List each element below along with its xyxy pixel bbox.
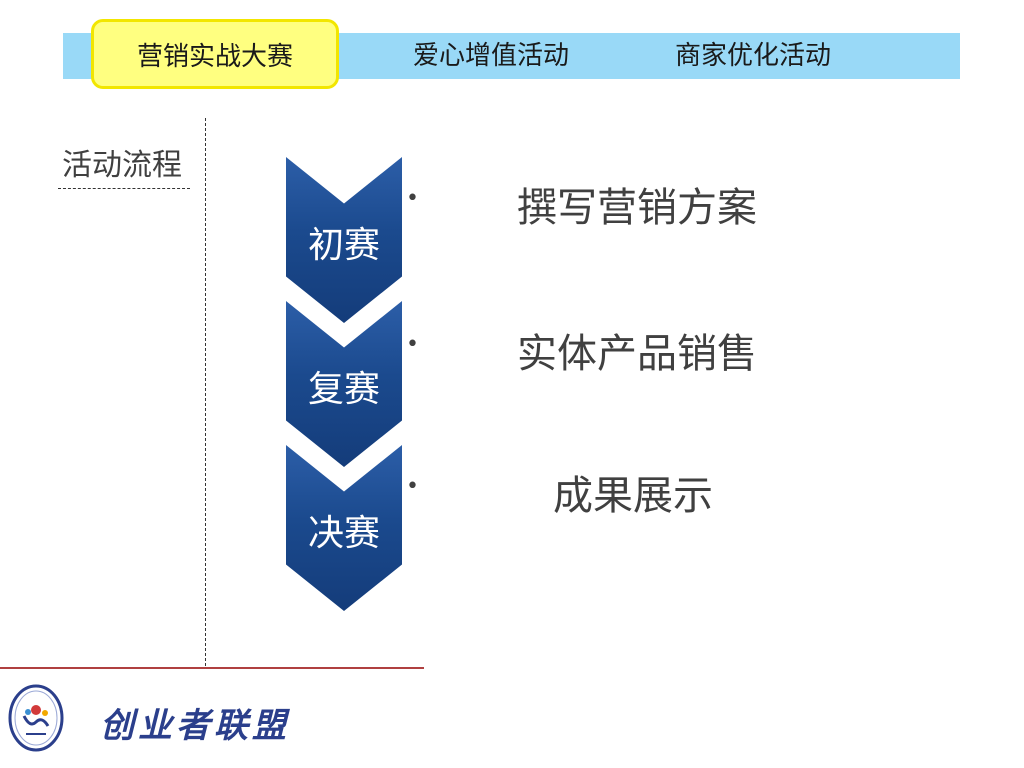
title-underline: [58, 188, 190, 189]
tab-merchant-optimization[interactable]: 商家优化活动: [675, 33, 831, 79]
step-label-1: 初赛: [307, 225, 380, 266]
bullet-1: •: [406, 186, 419, 211]
bullet-3: •: [406, 474, 419, 499]
step-label-3: 决赛: [307, 513, 380, 554]
step-desc-3: 成果展示: [553, 473, 713, 519]
tab-marketing-contest[interactable]: 营销实战大赛: [91, 19, 339, 89]
tab-label: 商家优化活动: [675, 41, 832, 71]
tab-label: 爱心增值活动: [413, 41, 570, 71]
vertical-divider: [205, 118, 206, 666]
footer-divider: [0, 667, 424, 669]
logo-icon: [8, 684, 64, 752]
step-desc-2: 实体产品销售: [517, 331, 757, 377]
tab-charity-activity[interactable]: 爱心增值活动: [413, 33, 569, 79]
tab-label: 营销实战大赛: [136, 41, 293, 72]
section-title: 活动流程: [62, 148, 182, 183]
bullet-2: •: [406, 332, 419, 357]
logo-text: 创业者联盟: [100, 706, 290, 746]
step-desc-1: 撰写营销方案: [517, 185, 757, 231]
step-label-2: 复赛: [307, 369, 380, 410]
